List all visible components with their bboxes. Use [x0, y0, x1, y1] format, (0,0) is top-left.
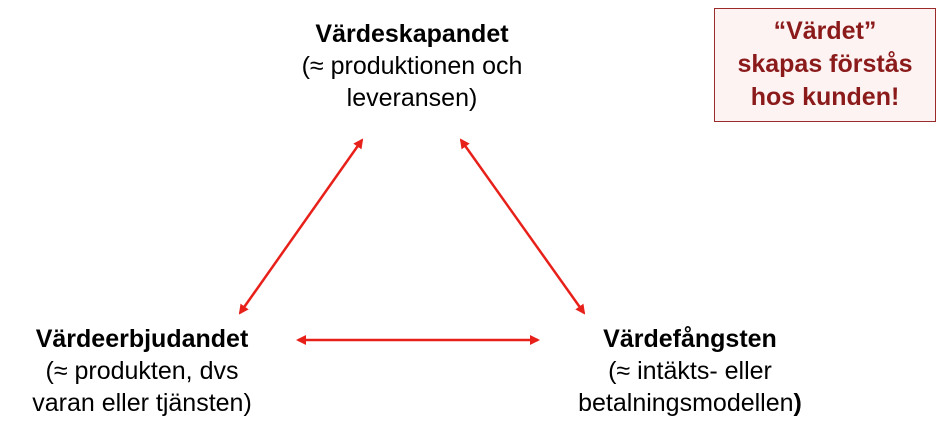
callout-line3: hos kunden!	[750, 83, 900, 111]
node-top-line1: (≈ produktionen och	[301, 52, 523, 80]
node-right-line2-text: betalningsmodellen	[578, 389, 794, 417]
callout-line2: skapas förstås	[737, 50, 913, 78]
node-right-line2: betalningsmodellen)	[540, 387, 840, 419]
node-right-line1: (≈ intäkts- eller	[608, 357, 772, 385]
arrow-top-left	[238, 138, 364, 315]
callout-box: “Värdet” skapas förstås hos kunden!	[714, 8, 936, 122]
node-vardefangsten: Värdefångsten (≈ intäkts- eller betalnin…	[540, 323, 840, 419]
node-right-title: Värdefångsten	[603, 325, 777, 353]
node-top-title: Värdeskapandet	[315, 20, 509, 48]
node-vardeskapandet: Värdeskapandet (≈ produktionen och lever…	[252, 18, 572, 114]
node-left-title: Värdeerbjudandet	[35, 325, 249, 353]
node-right-line2-paren: )	[793, 389, 802, 417]
callout-line1: “Värdet”	[773, 17, 877, 45]
node-left-line2: varan eller tjänsten)	[32, 389, 252, 417]
node-left-line1: (≈ produkten, dvs	[45, 357, 239, 385]
arrow-top-right	[459, 138, 586, 315]
node-top-line2: leveransen)	[346, 84, 478, 112]
node-vardeerbjudandet: Värdeerbjudandet (≈ produkten, dvs varan…	[0, 323, 284, 419]
